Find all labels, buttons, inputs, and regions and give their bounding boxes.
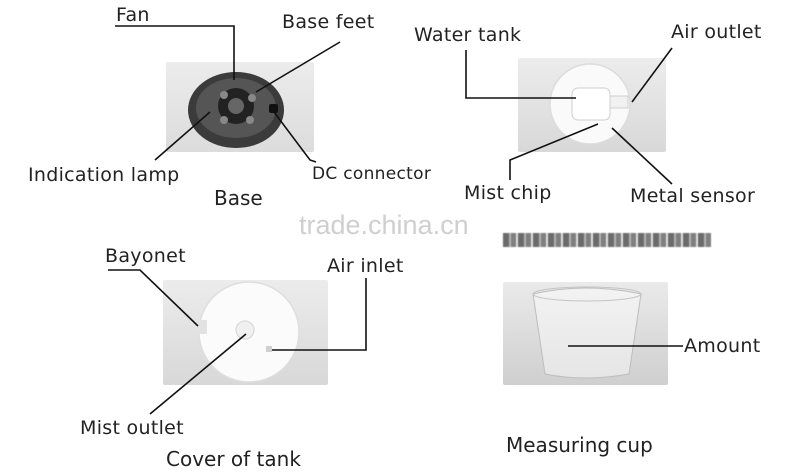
base-device-illustration — [188, 72, 284, 148]
cover-illustration — [197, 281, 300, 383]
label-mist-outlet: Mist outlet — [80, 417, 184, 439]
leader-dc-connector — [273, 111, 317, 163]
water-tank-photo — [518, 58, 666, 152]
label-bayonet: Bayonet — [105, 245, 186, 267]
label-air-outlet: Air outlet — [671, 21, 762, 43]
blurred-text — [503, 233, 711, 247]
leader-mist-outlet — [149, 333, 247, 415]
caption-cup: Measuring cup — [506, 433, 653, 457]
cup-photo — [503, 282, 668, 385]
label-dc-connector: DC connector — [312, 164, 432, 184]
label-indication-lamp: Indication lamp — [28, 164, 180, 186]
label-base-feet: Base feet — [282, 11, 375, 33]
water-tank-illustration — [549, 63, 631, 145]
label-metal-sensor: Metal sensor — [630, 185, 756, 207]
watermark: trade.china.cn — [299, 210, 469, 240]
leader-fan — [115, 25, 235, 80]
caption-base: Base — [214, 186, 263, 210]
leader-air-outlet — [631, 47, 673, 103]
leader-water-tank — [465, 50, 576, 99]
label-fan: Fan — [116, 4, 150, 26]
leader-air-inlet — [272, 278, 367, 351]
label-amount: Amount — [684, 335, 761, 357]
base-photo — [166, 62, 314, 152]
leader-base-feet — [255, 41, 341, 93]
label-air-inlet: Air inlet — [327, 255, 404, 277]
cover-photo — [163, 280, 328, 385]
leader-indication-lamp — [154, 111, 211, 161]
label-water-tank: Water tank — [414, 24, 522, 46]
caption-cover: Cover of tank — [166, 447, 301, 471]
cup-illustration — [532, 286, 642, 379]
leader-mist-chip — [509, 123, 599, 180]
leader-bayonet — [108, 269, 199, 327]
leader-metal-sensor — [611, 127, 673, 185]
label-mist-chip: Mist chip — [464, 182, 552, 204]
